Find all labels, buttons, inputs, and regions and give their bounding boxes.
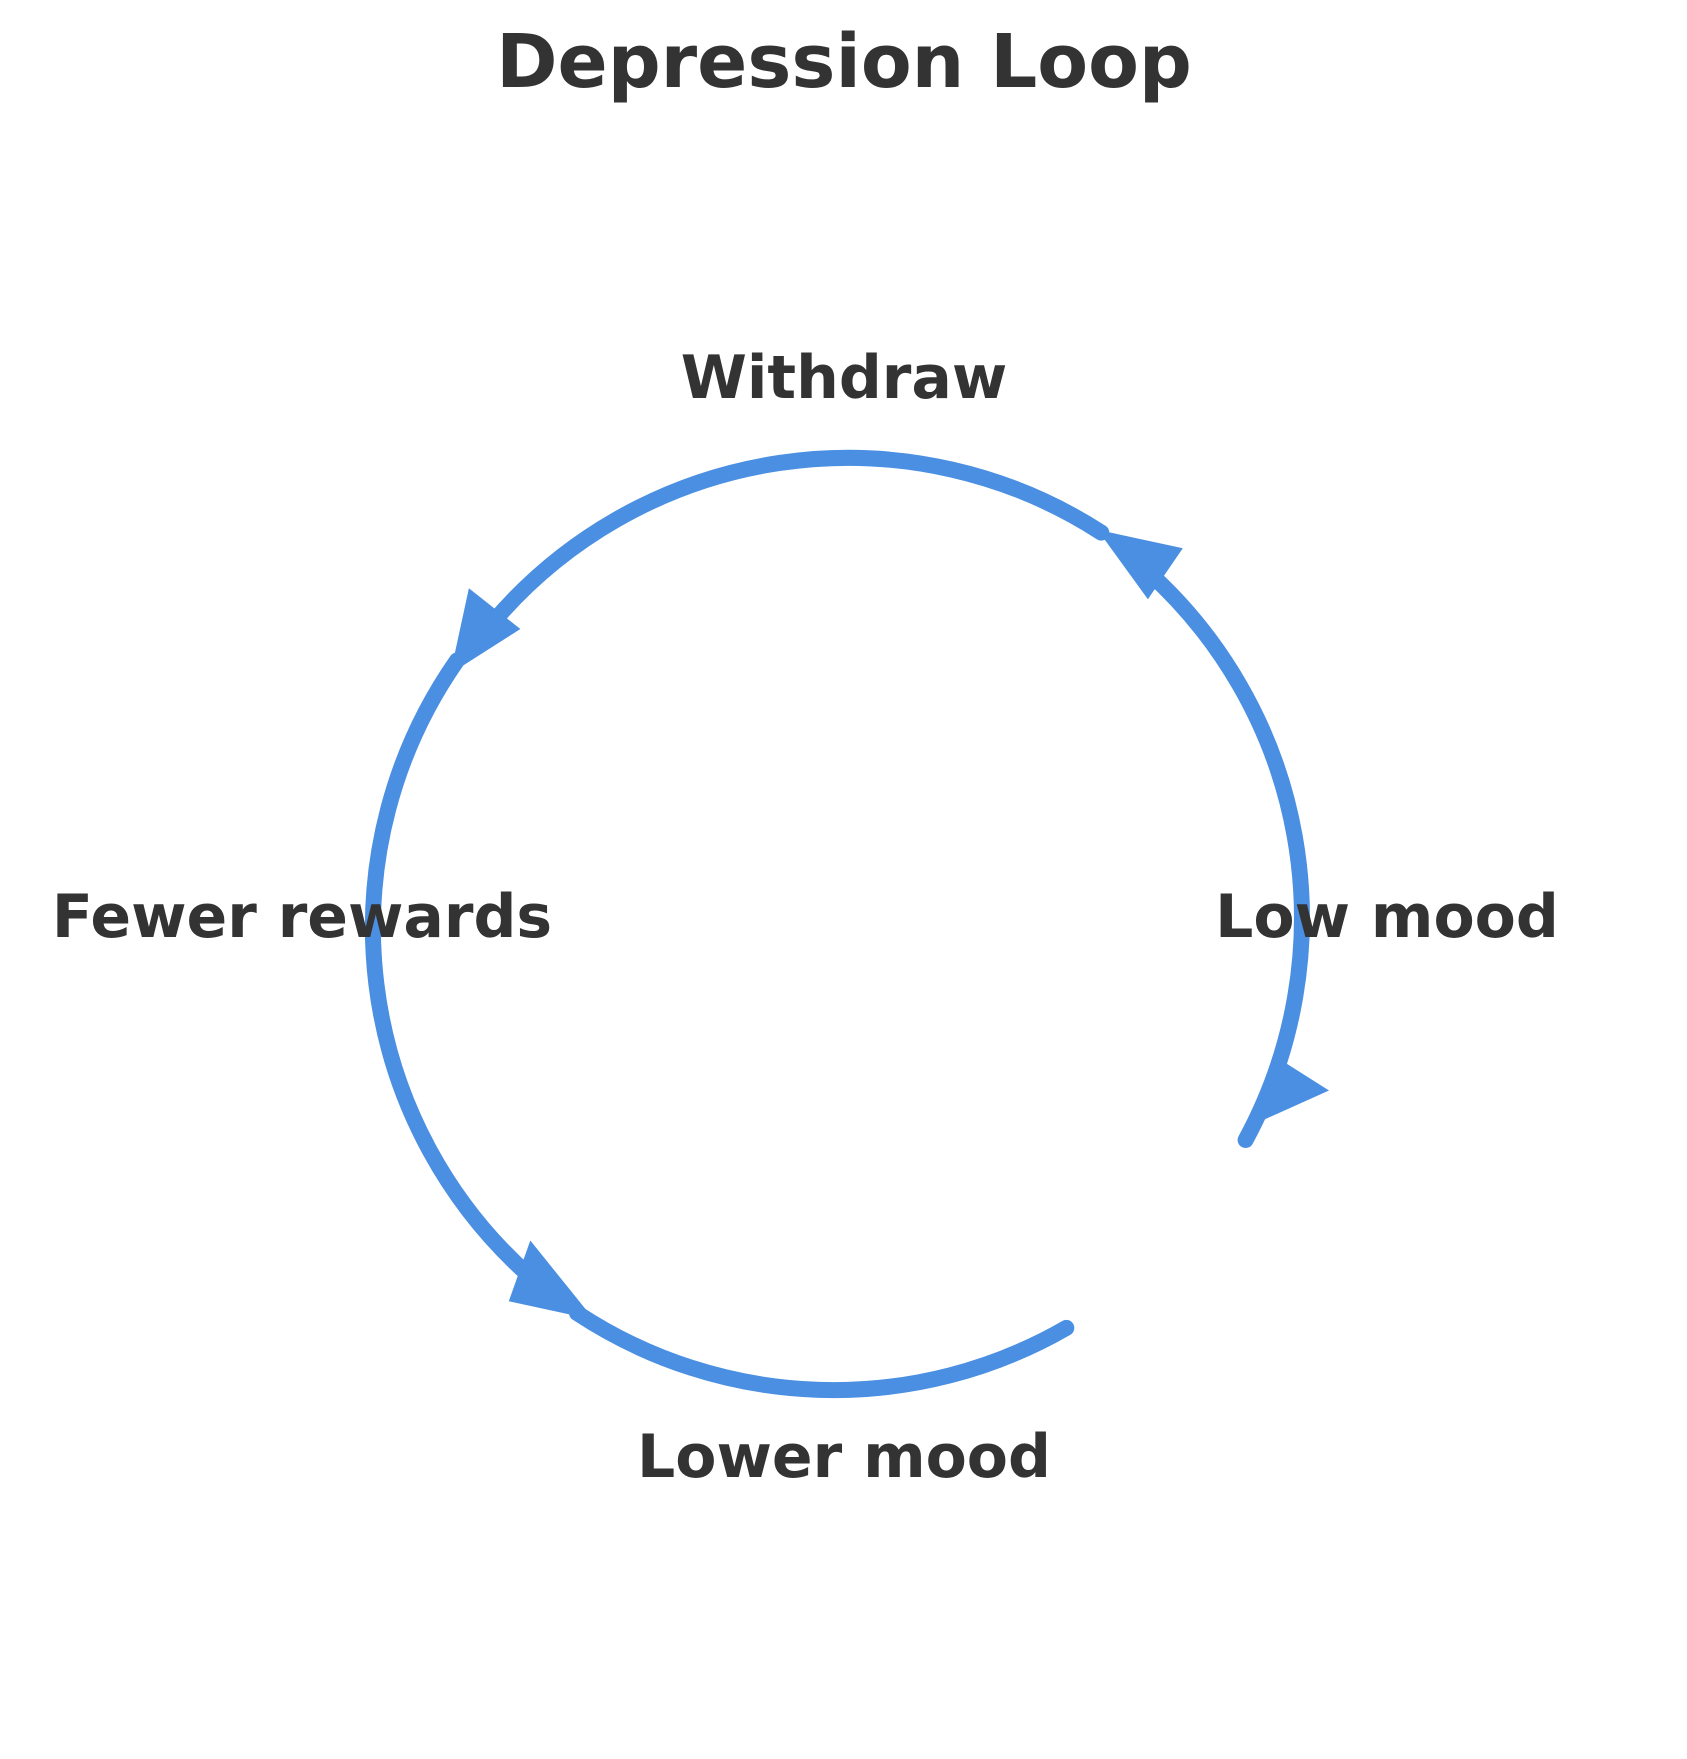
node-fewer-rewards: Fewer rewards	[52, 882, 552, 952]
diagram-title: Depression Loop	[496, 19, 1192, 105]
arc-low-mood-to-withdraw	[1135, 559, 1310, 1148]
arrowhead-to-fewer-rewards	[450, 588, 521, 674]
cycle-arrows	[364, 449, 1329, 1399]
node-low-mood: Low mood	[1215, 882, 1559, 952]
arc-lower-mood-to-low-mood	[569, 1305, 1075, 1399]
node-withdraw: Withdraw	[681, 343, 1008, 413]
arc-fewer-rewards-to-lower-mood	[364, 652, 542, 1288]
node-lower-mood: Lower mood	[637, 1422, 1051, 1492]
arrowhead-to-low-mood	[1262, 1058, 1329, 1121]
arc-withdraw-to-fewer-rewards	[484, 449, 1110, 632]
arrowhead-to-withdraw	[1097, 529, 1183, 600]
arrowhead-to-lower-mood	[508, 1240, 595, 1320]
